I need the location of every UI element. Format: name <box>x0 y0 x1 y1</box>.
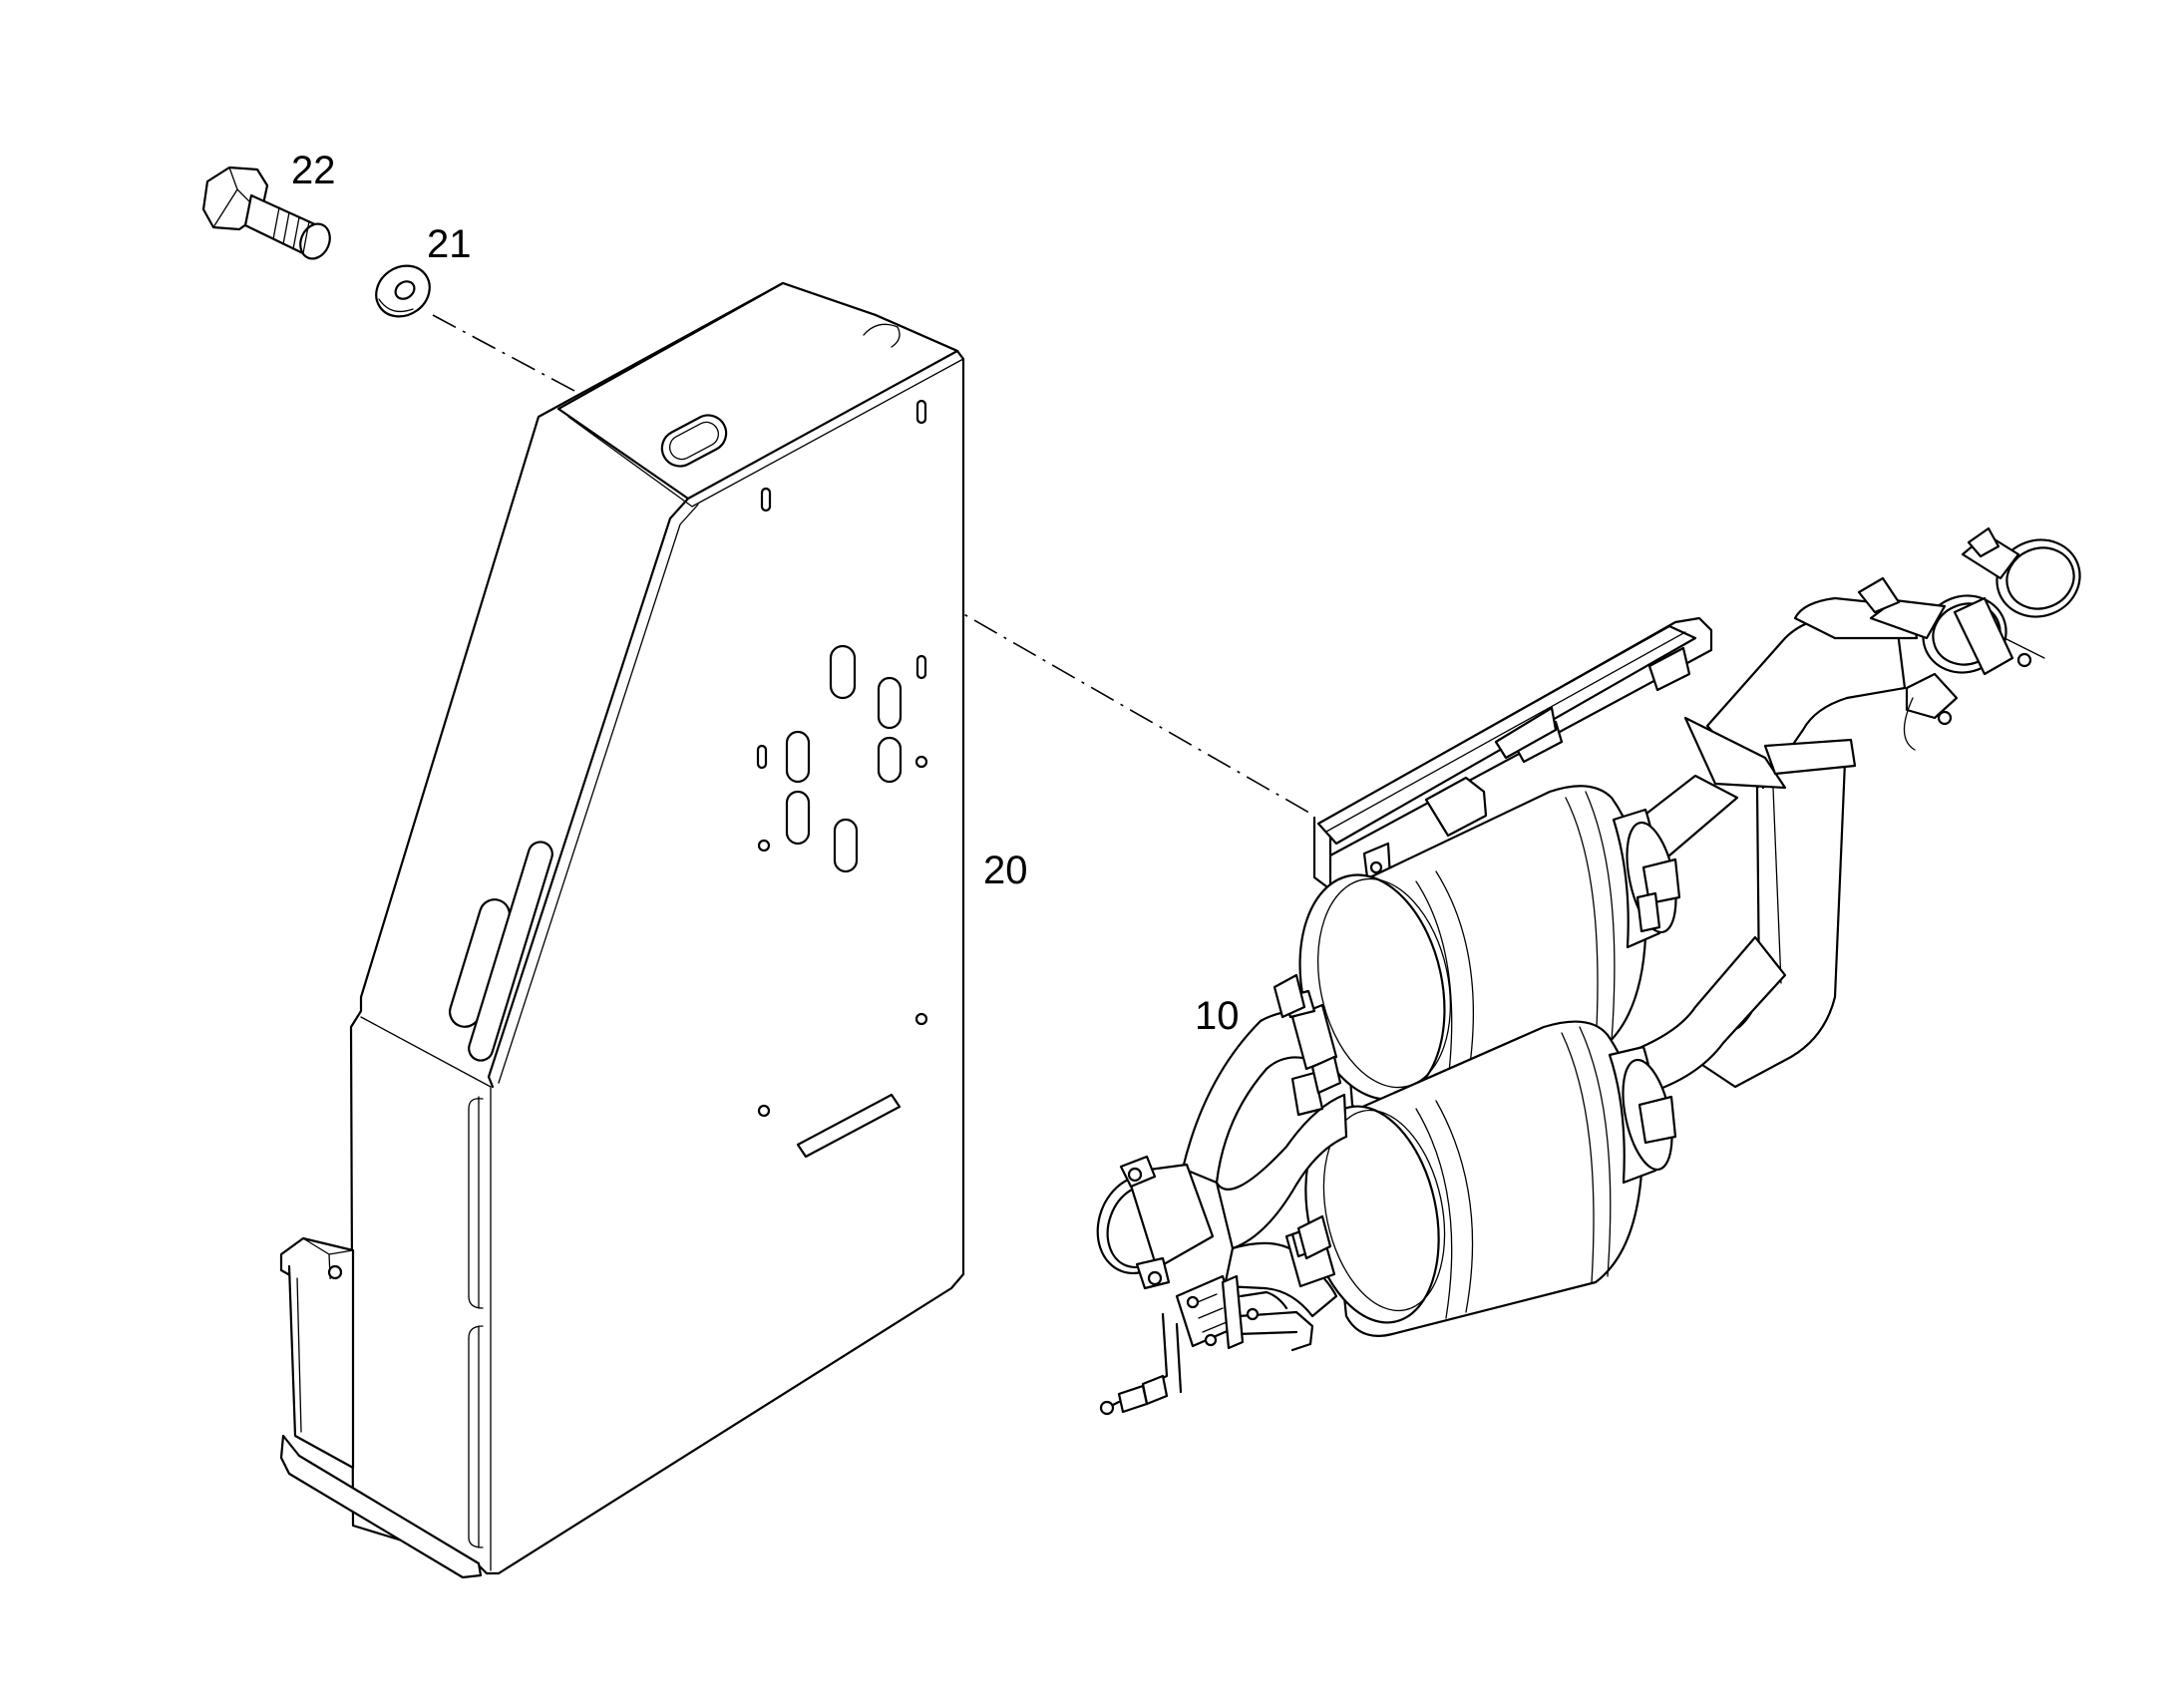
mounting-housing-part-20 <box>279 281 965 1579</box>
callout-20: 20 <box>983 849 1028 892</box>
exhaust-assembly-part-10 <box>1096 526 2081 1416</box>
callout-22: 22 <box>291 149 336 192</box>
callout-10: 10 <box>1195 994 1240 1038</box>
washer-part-21 <box>375 264 431 318</box>
sensor-wiring <box>1099 1274 1314 1416</box>
hex-bolt-part-22 <box>201 166 331 260</box>
outlet-flanges <box>1857 526 2081 751</box>
inlet-pipes <box>1096 989 1348 1318</box>
callout-21: 21 <box>427 222 472 266</box>
callout-labels: 22 21 20 10 <box>291 149 1240 1038</box>
lower-canister <box>1304 1020 1677 1337</box>
